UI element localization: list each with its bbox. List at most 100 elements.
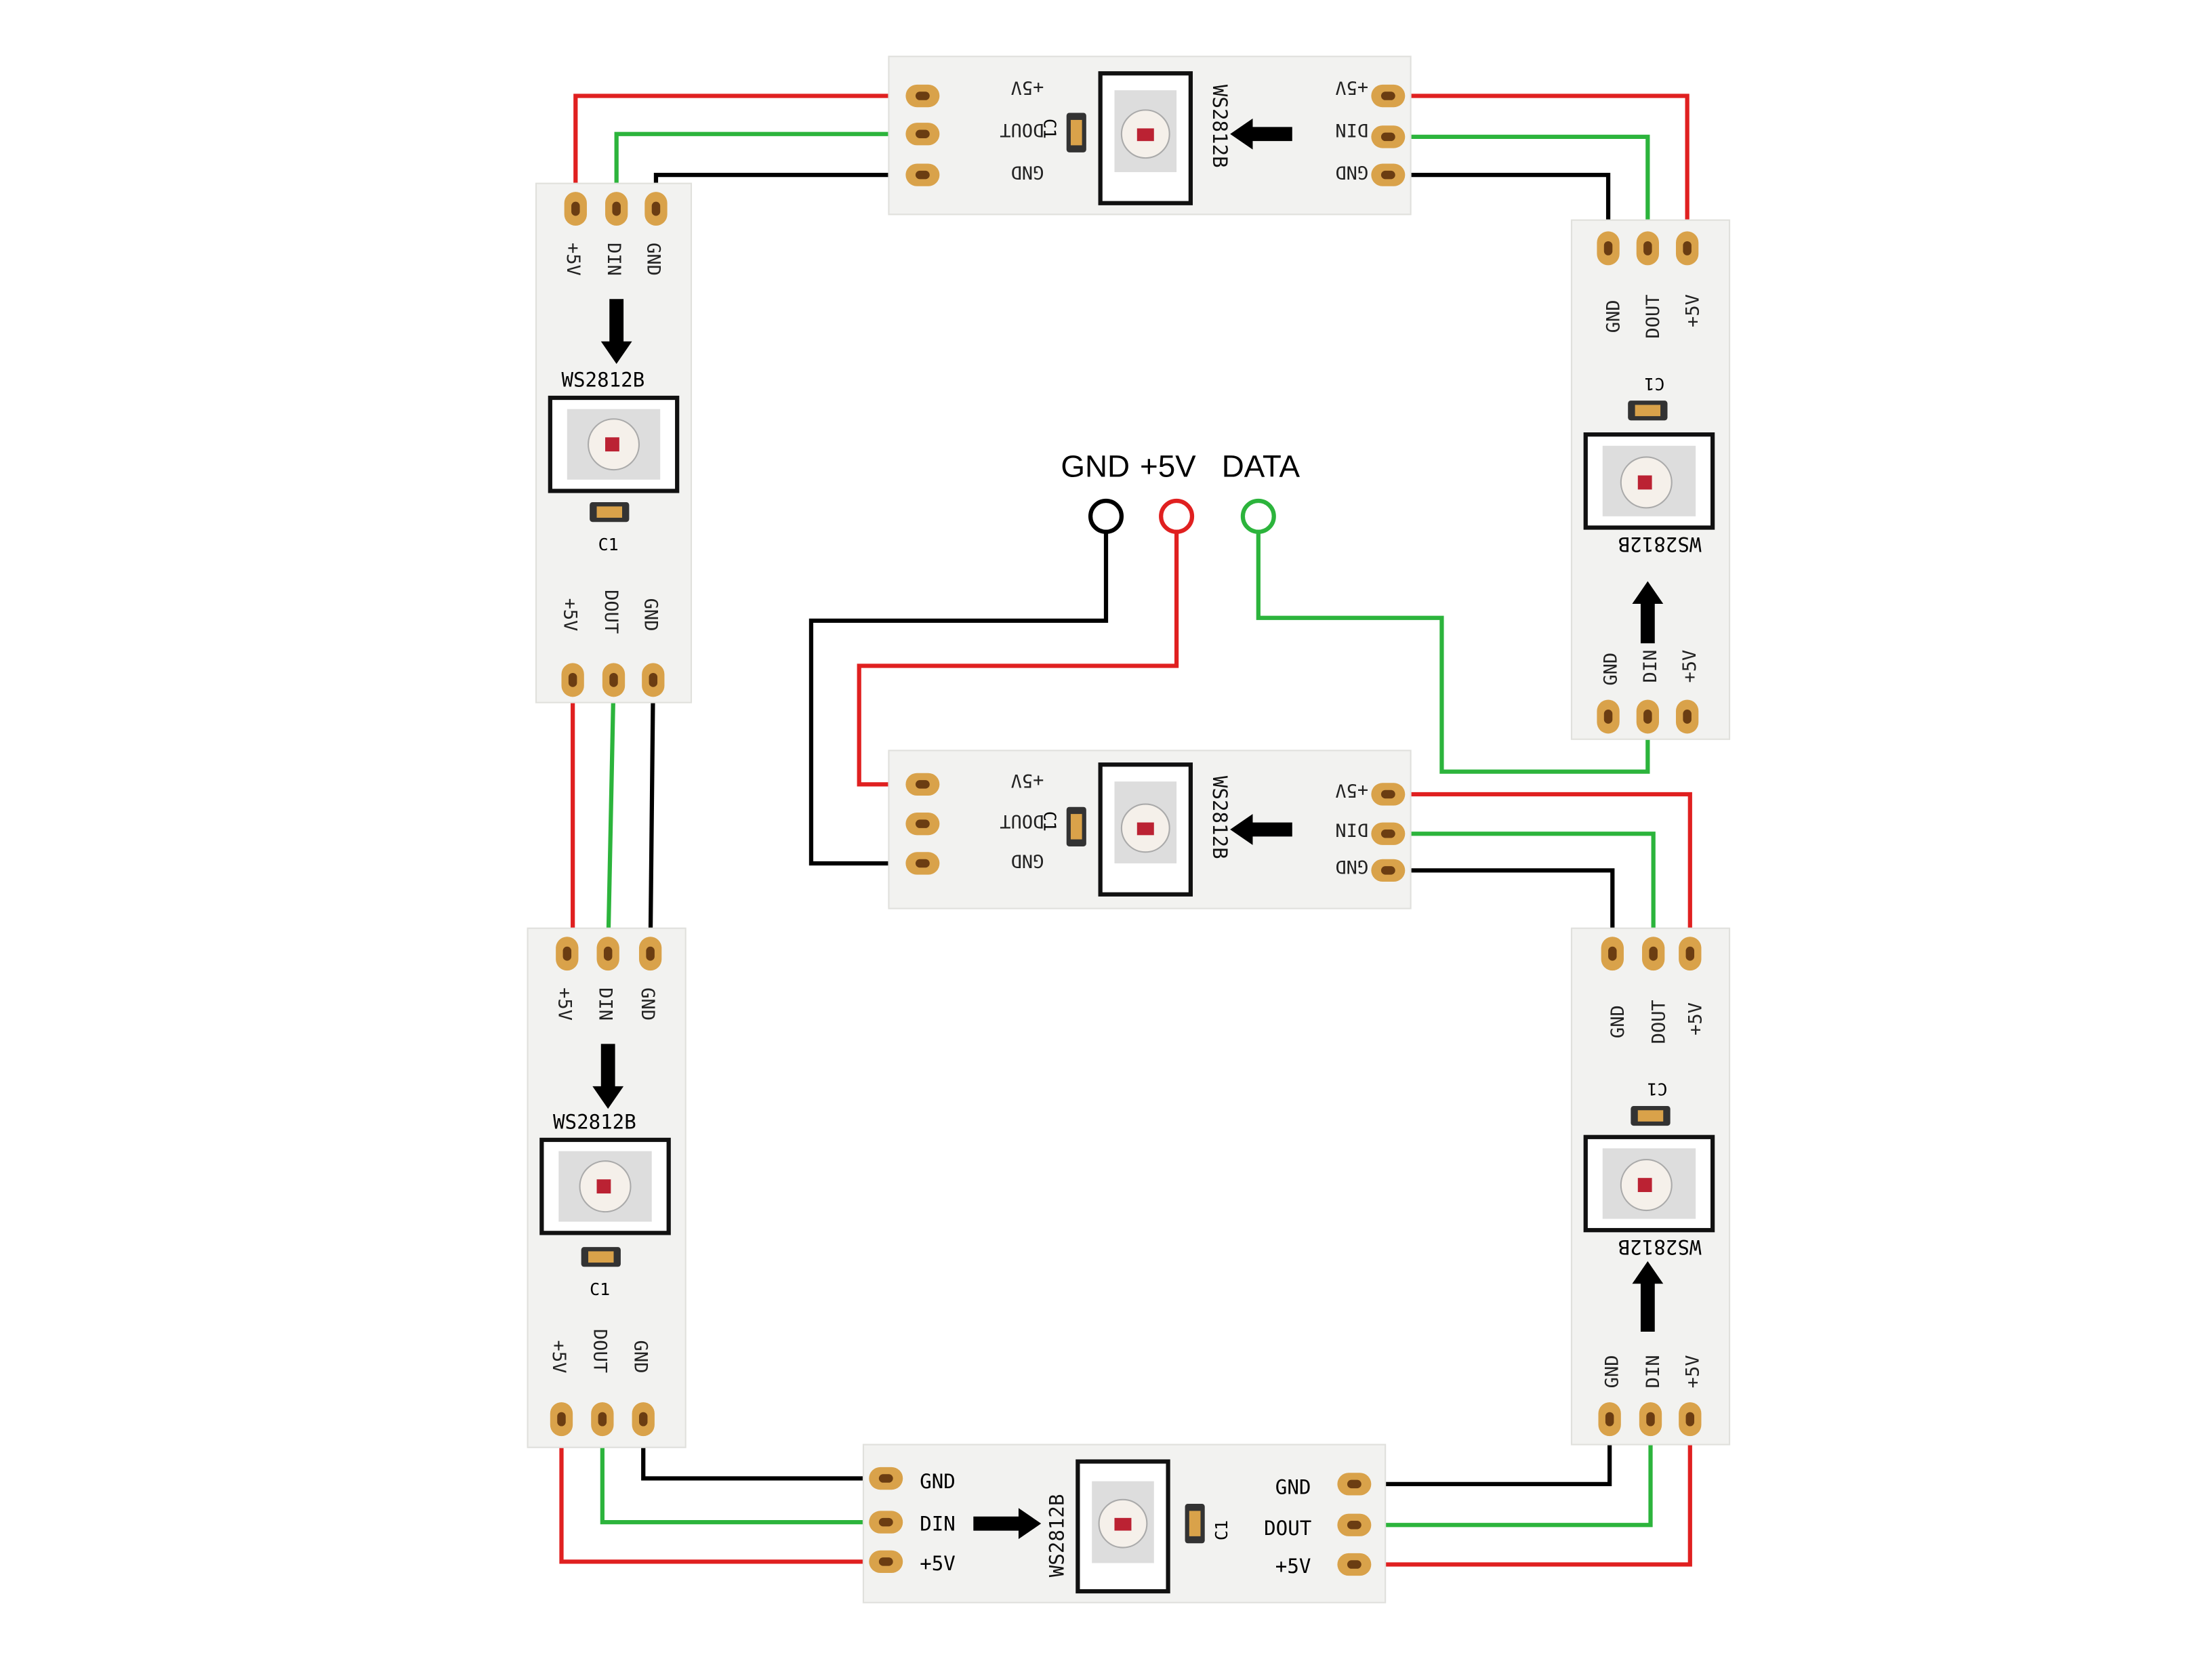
- bottom-right-data-wire: [1354, 1419, 1653, 1528]
- svg-text:DIN: DIN: [1643, 1355, 1664, 1388]
- pad-label: +5V: [1335, 77, 1368, 98]
- data-feed-wire: [1256, 533, 1650, 774]
- cap-label: C1: [1644, 374, 1664, 394]
- pad-label: DOUT: [1264, 1517, 1311, 1540]
- chip-label: WS2812B: [1208, 85, 1231, 168]
- bottom-left-data-wire: [600, 1419, 886, 1525]
- pad-label: GND: [1335, 162, 1368, 183]
- svg-text:GND: GND: [1601, 653, 1622, 686]
- pad: [1371, 125, 1406, 148]
- pad-label: DIN: [1335, 119, 1368, 140]
- pad-label: DIN: [1335, 819, 1368, 840]
- mid-right-data-wire: [1388, 832, 1656, 954]
- pad: [905, 84, 940, 108]
- led-segment-top: +5V DOUT GND +5V DIN GND WS2812B C1: [888, 56, 1412, 216]
- led-segment-upper-left: +5V DIN GND +5V DOUT GND WS2812B C1: [535, 182, 693, 703]
- pad-label: GND: [920, 1470, 956, 1493]
- data-direction-arrow: [973, 1508, 1042, 1540]
- pad-label: +5V: [1011, 77, 1044, 98]
- svg-text:+5V: +5V: [560, 598, 581, 632]
- bottom-left-power-wire: [559, 1419, 886, 1564]
- cap-label: C1: [1040, 811, 1059, 832]
- power-feed-wire: [857, 533, 1179, 787]
- data-direction-arrow: [1632, 581, 1664, 644]
- pad-label: GND: [1011, 162, 1044, 183]
- svg-text:DOUT: DOUT: [589, 1329, 610, 1373]
- chip-label: WS2812B: [1046, 1494, 1069, 1578]
- wires: [559, 94, 1692, 1567]
- input-connector: GND +5V DATA: [1061, 449, 1300, 534]
- top-left-power-wire: [573, 94, 923, 209]
- svg-text:GND: GND: [640, 598, 661, 632]
- left-gnd-wire: [648, 680, 655, 954]
- pad-label: DOUT: [1000, 811, 1044, 832]
- svg-text:+5V: +5V: [1682, 294, 1703, 327]
- svg-text:GND: GND: [642, 243, 663, 276]
- data-direction-arrow: [600, 299, 632, 365]
- chip-label: WS2812B: [1618, 1235, 1702, 1258]
- chip-label: WS2812B: [561, 368, 644, 391]
- svg-text:GND: GND: [630, 1340, 651, 1374]
- svg-text:DOUT: DOUT: [1648, 1000, 1669, 1044]
- led-segment-upper-right: GND DOUT +5V GND DIN +5V WS2812B C1: [1570, 219, 1731, 740]
- svg-text:DIN: DIN: [603, 243, 624, 276]
- pad: [905, 123, 940, 146]
- pad-label: DIN: [920, 1513, 956, 1536]
- svg-text:GND: GND: [1603, 300, 1624, 333]
- pad-label: +5V: [1275, 1555, 1311, 1578]
- led-segment-bottom: GND DIN +5V GND DOUT +5V WS2812B C1: [862, 1443, 1387, 1603]
- bottom-right-power-wire: [1354, 1419, 1692, 1567]
- led-segment-lower-right: GND DOUT +5V GND DIN +5V WS2812B C1: [1570, 927, 1731, 1446]
- top-left-gnd-wire: [653, 173, 923, 209]
- data-direction-arrow: [1230, 118, 1292, 150]
- svg-text:+5V: +5V: [548, 1340, 569, 1374]
- svg-text:GND: GND: [1602, 1355, 1623, 1388]
- pad: [1371, 84, 1406, 108]
- svg-text:DIN: DIN: [595, 987, 616, 1021]
- pad-label: +5V: [1335, 779, 1368, 800]
- svg-text:+5V: +5V: [554, 987, 575, 1021]
- cap-label: C1: [1040, 119, 1059, 139]
- data-direction-arrow: [592, 1044, 624, 1109]
- cap-label: C1: [1647, 1080, 1667, 1099]
- gnd-terminal: [1088, 498, 1124, 534]
- data-direction-arrow: [1230, 814, 1292, 845]
- gnd-feed-wire: [808, 533, 1109, 866]
- top-right-data-wire: [1388, 134, 1650, 249]
- svg-text:DIN: DIN: [1640, 650, 1661, 683]
- svg-text:GND: GND: [637, 987, 658, 1021]
- pad-label: DOUT: [1000, 119, 1044, 140]
- pad: [905, 163, 940, 186]
- data-terminal: [1240, 498, 1276, 534]
- pad-label: GND: [1011, 850, 1044, 871]
- svg-text:DOUT: DOUT: [1643, 294, 1664, 338]
- chip-label: WS2812B: [1208, 776, 1231, 859]
- svg-text:+5V: +5V: [562, 243, 583, 276]
- top-right-power-wire: [1388, 94, 1689, 249]
- cap-label: C1: [590, 1279, 610, 1299]
- data-connector-label: DATA: [1222, 449, 1300, 484]
- mid-right-power-wire: [1388, 792, 1692, 954]
- svg-text:DOUT: DOUT: [600, 590, 621, 634]
- led-segment-middle: +5V DOUT GND +5V DIN GND WS2812B C1: [888, 750, 1412, 909]
- pad-label: GND: [1335, 856, 1368, 877]
- svg-text:+5V: +5V: [1685, 1002, 1706, 1036]
- gnd-connector-label: GND: [1061, 449, 1130, 484]
- power-connector-label: +5V: [1140, 449, 1196, 484]
- pad-label: +5V: [920, 1552, 956, 1575]
- svg-text:GND: GND: [1607, 1005, 1629, 1038]
- mid-right-gnd-wire: [1388, 868, 1615, 954]
- led-segment-lower-left: +5V DIN GND +5V DOUT GND WS2812B C1: [527, 927, 687, 1448]
- data-direction-arrow: [1632, 1261, 1664, 1332]
- pad-label: GND: [1275, 1475, 1311, 1498]
- svg-text:+5V: +5V: [1679, 650, 1700, 683]
- pad: [1371, 163, 1406, 186]
- chip-label: WS2812B: [553, 1110, 636, 1133]
- chip-label: WS2812B: [1618, 533, 1702, 556]
- cap-label: C1: [1212, 1520, 1231, 1540]
- pad-label: +5V: [1011, 770, 1044, 791]
- svg-text:+5V: +5V: [1682, 1355, 1703, 1388]
- power-terminal: [1159, 498, 1195, 534]
- left-data-wire: [606, 680, 616, 954]
